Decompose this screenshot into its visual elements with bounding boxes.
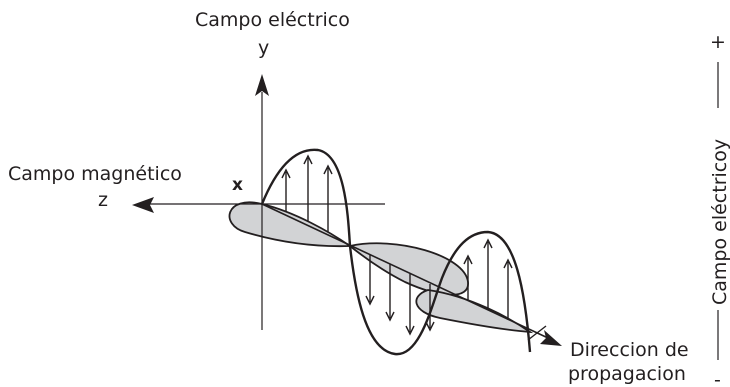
magnetic-lobe-1 [228, 201, 353, 248]
z-axis-arrowhead [132, 197, 154, 213]
electric-wave-curve [260, 148, 532, 356]
magnetic-lobe-3 [415, 289, 534, 334]
propagation-axis-tick [527, 325, 547, 341]
side-vertical-label: Campo eléctricoy [709, 139, 730, 305]
electric-field-title: Campo eléctrico [195, 9, 350, 31]
electric-vectors-up-2 [463, 238, 513, 320]
direction-label-line1: Direccion de [570, 339, 689, 361]
propagation-arrowhead [540, 330, 562, 346]
y-axis-label: y [258, 37, 269, 59]
magnetic-field-label: Campo magnético [8, 163, 182, 185]
side-minus-sign: - [714, 369, 721, 387]
x-axis-label: x [232, 175, 243, 195]
y-axis-arrowhead [255, 74, 269, 96]
side-plus-sign: + [710, 31, 726, 53]
direction-label-line2: propagacion [568, 363, 686, 385]
z-axis-label: z [98, 189, 108, 211]
electric-vectors-down [365, 255, 435, 336]
propagation-axis-line [261, 203, 549, 339]
magnetic-lobe-2 [347, 242, 469, 296]
electric-vectors-up-1 [281, 154, 333, 232]
